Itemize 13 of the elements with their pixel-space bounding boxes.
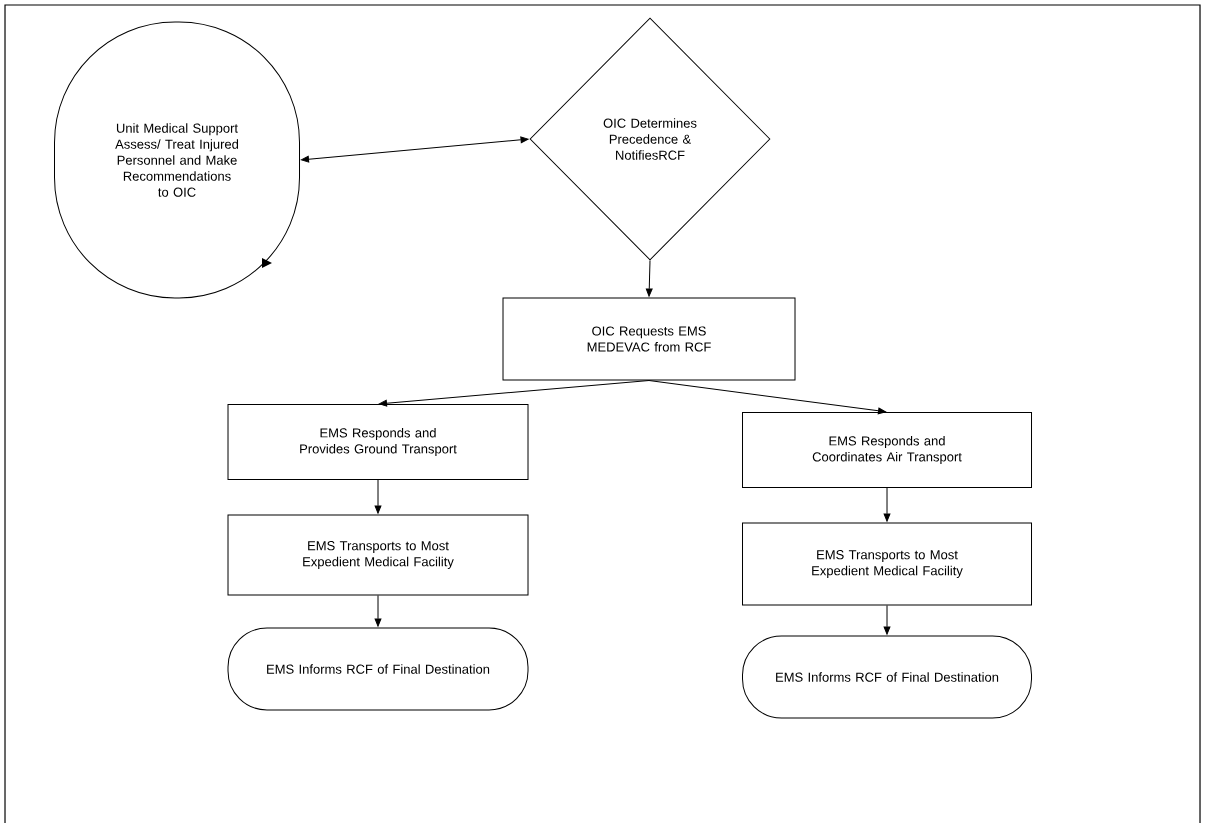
- process-box: EMS Transports to Most Expedient Medical Facility: [227, 514, 529, 596]
- arrow: [883, 605, 891, 635]
- arrow: [883, 487, 891, 522]
- arrow: [378, 380, 650, 407]
- arrow: [645, 260, 653, 297]
- arrow: [300, 136, 529, 163]
- process-box: OIC Requests EMS MEDEVAC from RCF: [502, 297, 796, 381]
- process-box: EMS Transports to Most Expedient Medical Facility: [742, 522, 1032, 606]
- process-box: EMS Responds and Provides Ground Transport: [227, 404, 529, 480]
- process-box: EMS Responds and Coordinates Air Transport: [742, 412, 1032, 488]
- arrow: [374, 479, 382, 514]
- arrow: [374, 595, 382, 627]
- arrow: [648, 380, 887, 415]
